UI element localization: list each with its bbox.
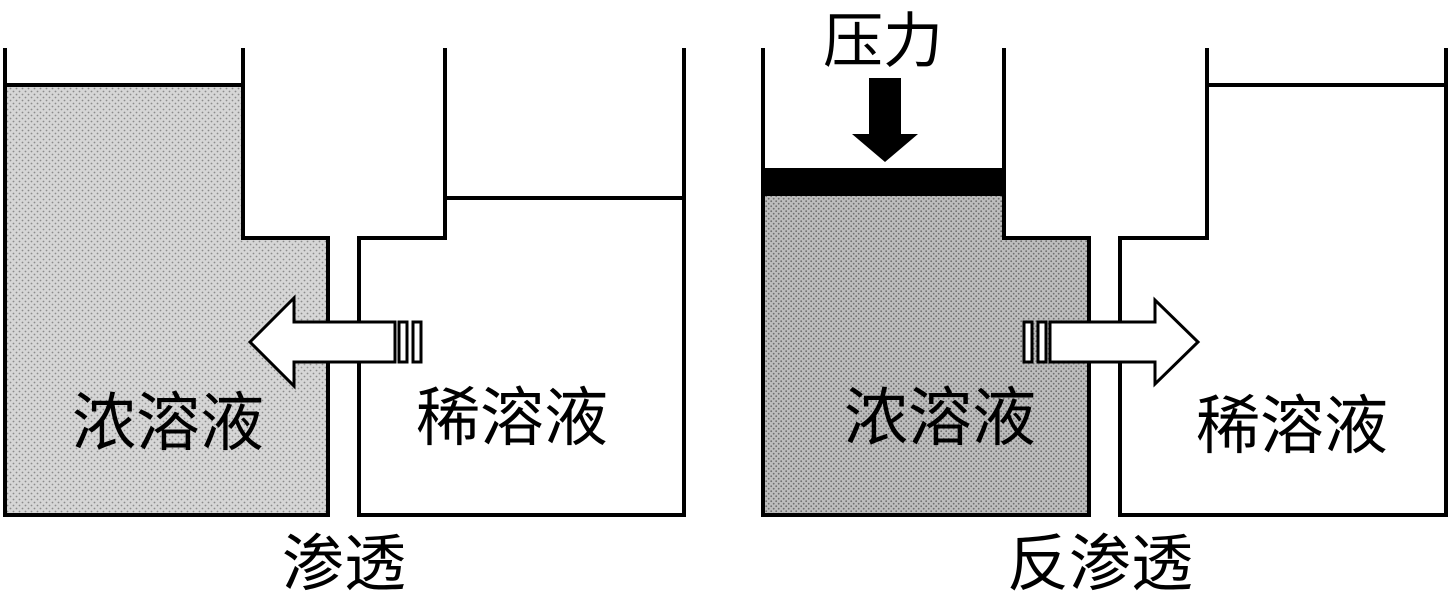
osmosis-arrow-tail-bar [397, 320, 409, 364]
osmosis-flow-arrow [247, 294, 397, 390]
osmosis-process-label: 渗透 [282, 527, 406, 595]
osmosis-right-vessel [357, 48, 686, 517]
reverse-arrow-tail-bar [1036, 320, 1048, 364]
reverse-dilute-solution [1120, 85, 1446, 515]
reverse-concentrated-label: 浓溶液 [844, 382, 1036, 456]
reverse-osmosis-panel: 压力 浓溶液 稀溶液 反渗透 [761, 7, 1448, 600]
reverse-left-vessel [761, 48, 1091, 517]
reverse-flow-arrow [1048, 296, 1201, 388]
reverse-dilute-label: 稀溶液 [1196, 390, 1388, 464]
osmosis-dilute-solution [359, 198, 684, 515]
osmosis-left-vessel [3, 48, 330, 517]
reverse-right-vessel [1118, 48, 1448, 517]
reverse-arrow-tail-bar [1022, 320, 1034, 364]
osmosis-dilute-label: 稀溶液 [416, 382, 608, 456]
osmosis-panel: 浓溶液 稀溶液 渗透 [3, 48, 686, 600]
pressure-arrow-icon [852, 78, 918, 162]
osmosis-concentrated-label: 浓溶液 [72, 387, 264, 461]
pressure-label: 压力 [823, 7, 943, 77]
reverse-concentrated-solution [763, 194, 1089, 515]
osmosis-concentrated-solution [5, 85, 328, 515]
piston [763, 168, 1004, 196]
reverse-process-label: 反渗透 [1007, 527, 1193, 595]
osmosis-arrow-tail-bar [411, 320, 423, 364]
